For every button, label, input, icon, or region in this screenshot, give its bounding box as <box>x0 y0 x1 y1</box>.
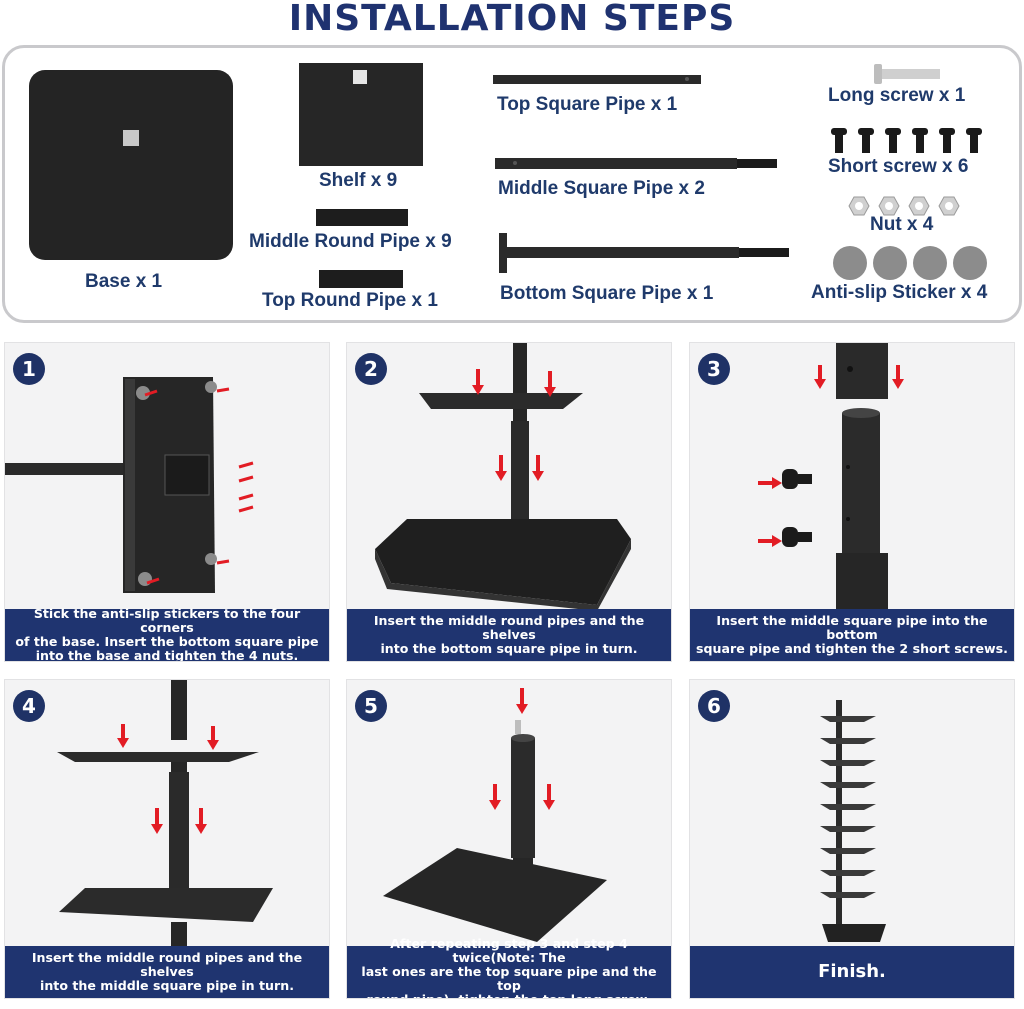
anti-slip-sticker-label: Anti-slip Sticker x 4 <box>811 282 988 303</box>
middle-square-pipe-label: Middle Square Pipe x 2 <box>498 178 705 199</box>
top-round-pipe-label: Top Round Pipe x 1 <box>262 290 438 311</box>
step-3-panel: 3 Insert the middle square pipe into the… <box>689 342 1015 662</box>
shelf-part-image <box>299 63 423 166</box>
step-2-illustration <box>375 343 631 611</box>
arrow-red-icon <box>758 365 904 547</box>
step-2-number: 2 <box>355 353 387 385</box>
step-6-panel: 6 Finish. <box>689 679 1015 999</box>
nuts-image <box>848 196 960 216</box>
step-4-caption: Insert the middle round pipes and the sh… <box>5 946 329 998</box>
step-1-illustration <box>5 377 254 593</box>
step-6-illustration <box>820 700 886 942</box>
step-3-number: 3 <box>698 353 730 385</box>
top-square-pipe-image <box>493 75 701 84</box>
step-1-caption: Stick the anti-slip stickers to the four… <box>5 607 329 661</box>
step-5-illustration <box>383 688 607 942</box>
long-screw-image <box>874 64 940 84</box>
short-screw-label: Short screw x 6 <box>828 156 969 177</box>
step-2-panel: 2 Insert the middle round pipes and the … <box>346 342 672 662</box>
step-5-caption: After repeating step 3 and step 4 twice(… <box>347 937 671 998</box>
step-3-illustration <box>758 343 904 611</box>
nut-label: Nut x 4 <box>870 214 934 235</box>
step-4-panel: 4 Insert the middle round pipes and the … <box>4 679 330 999</box>
step-1-number: 1 <box>13 353 45 385</box>
middle-round-pipe-label: Middle Round Pipe x 9 <box>249 231 452 252</box>
base-part-image <box>29 70 233 260</box>
step-2-caption: Insert the middle round pipes and the sh… <box>347 609 671 661</box>
parts-list-panel: Base x 1 Shelf x 9 Middle Round Pipe x 9… <box>2 45 1022 323</box>
bottom-square-pipe-label: Bottom Square Pipe x 1 <box>500 283 714 304</box>
bottom-square-pipe-image <box>499 233 789 273</box>
step-4-number: 4 <box>13 690 45 722</box>
arrow-down-red-icon <box>117 724 219 834</box>
arrow-down-red-icon <box>472 369 556 481</box>
page-title: INSTALLATION STEPS <box>288 0 736 39</box>
short-screws-image <box>831 128 982 153</box>
step-3-caption: Insert the middle square pipe into the b… <box>690 609 1014 661</box>
long-screw-label: Long screw x 1 <box>828 85 966 106</box>
middle-square-pipe-image <box>495 158 777 169</box>
top-round-pipe-image <box>319 270 403 288</box>
step-5-panel: 5 After repeating step 3 and step 4 twic… <box>346 679 672 999</box>
top-square-pipe-label: Top Square Pipe x 1 <box>497 94 678 115</box>
shelf-label: Shelf x 9 <box>319 170 398 191</box>
base-label: Base x 1 <box>85 271 163 292</box>
step-4-illustration <box>57 680 273 948</box>
middle-round-pipe-image <box>316 209 408 226</box>
arrow-down-red-icon <box>489 688 555 810</box>
step-6-caption: Finish. <box>690 946 1014 998</box>
step-5-number: 5 <box>355 690 387 722</box>
arrow-right-red-icon <box>144 387 254 585</box>
step-1-panel: 1 Stick the anti-slip stickers to the fo… <box>4 342 330 662</box>
anti-slip-stickers-image <box>833 246 987 280</box>
step-6-number: 6 <box>698 690 730 722</box>
